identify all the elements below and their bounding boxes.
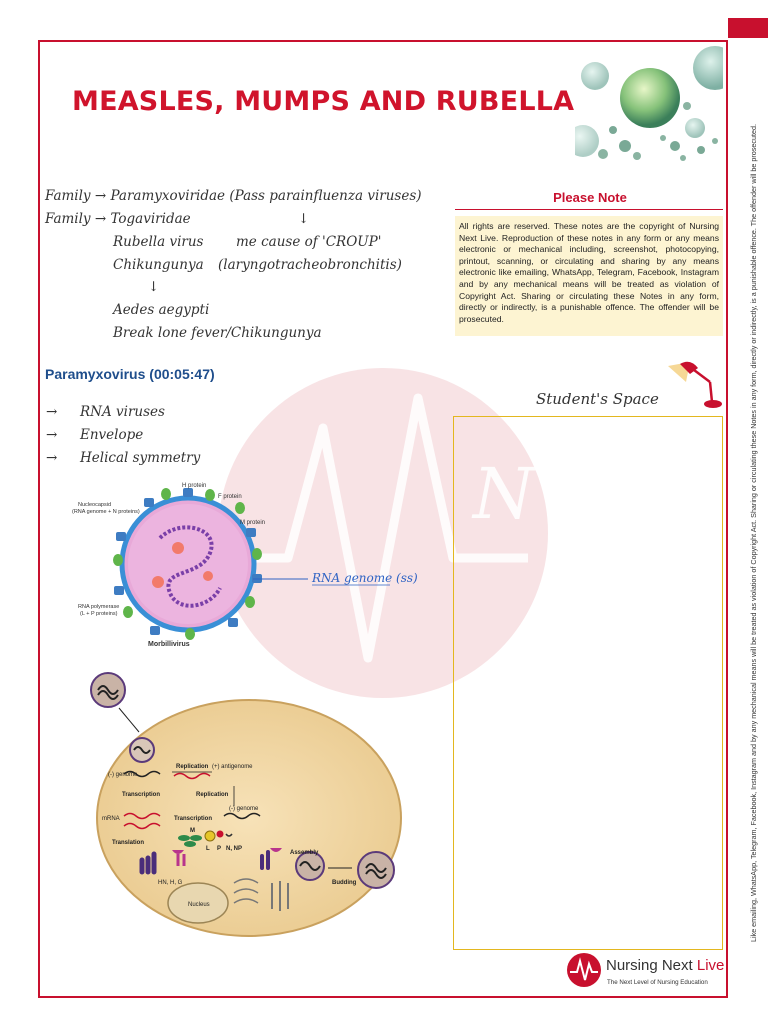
logo-tagline: The Next Level of Nursing Education [607, 979, 708, 986]
m-protein-label: M protein [240, 520, 265, 526]
notes-chikungunya: Chikungunya [113, 257, 204, 273]
morbillivirus-caption: Morbillivirus [148, 641, 190, 648]
translation-label: Translation [112, 840, 144, 846]
p-protein-label: P [217, 846, 221, 852]
replication-cycle-diagram: (-) genome Replication (+) antigenome Re… [84, 668, 414, 943]
students-space-label: Student's Space [536, 390, 659, 408]
students-space-box[interactable] [453, 416, 723, 950]
logo-heartbeat-icon [566, 952, 602, 988]
top-red-tab [728, 18, 768, 38]
notes-family-togaviridae: Family → Togaviridae [45, 211, 191, 227]
rna-polymerase-label: RNA polymerase [78, 604, 119, 610]
bullet-arrow-icon: → [46, 404, 80, 420]
notes-aedes-aegypti: Aedes aegypti [113, 302, 209, 318]
bullet-rna-viruses: →RNA viruses [46, 404, 165, 420]
notes-laryngotracheobronchitis: (laryngotracheobronchitis) [218, 257, 402, 273]
logo-name: Nursing Next Live [606, 957, 724, 974]
logo-name-live: Live [697, 957, 725, 974]
notes-rubella-virus: Rubella virus [113, 234, 204, 250]
transcription-label-2: Transcription [174, 816, 212, 822]
morbillivirus-diagram: H protein F protein M protein Nucleocaps… [60, 478, 440, 650]
bullet-helical-symmetry: →Helical symmetry [46, 450, 200, 466]
l-protein-label: L [206, 846, 210, 852]
neg-genome-label-2: (-) genome [229, 806, 259, 812]
budding-virion-icon [358, 852, 394, 888]
bullet-text: Helical symmetry [80, 450, 200, 466]
bullet-text: RNA viruses [80, 404, 165, 420]
h-protein-label: H protein [182, 483, 206, 489]
notes-down-arrow-aedes: ↓ [148, 279, 159, 295]
neg-genome-label: (-) genome [108, 772, 138, 778]
bullet-envelope: →Envelope [46, 427, 143, 443]
logo-name-main: Nursing Next [606, 957, 697, 974]
virus-cells-illustration [575, 46, 723, 164]
nucleocapsid-label: Nucleocapsid [78, 502, 111, 508]
budding-label: Budding [332, 880, 357, 886]
please-note-divider [455, 209, 723, 210]
rna-polymerase-sublabel: (L + P proteins) [80, 611, 118, 617]
please-note-box: All rights are reserved. These notes are… [455, 216, 723, 336]
replication-label: Replication [176, 764, 209, 770]
copyright-side-notice: Like emailing, WhatsApp, Telegram, Faceb… [746, 42, 762, 942]
n-np-label: N, NP [226, 846, 242, 852]
notes-family-paramyxoviridae: Family → Paramyxoviridae (Pass parainflu… [45, 188, 422, 204]
section-title: Paramyxovirus (00:05:47) [45, 366, 215, 382]
replication-label-2: Replication [196, 792, 229, 798]
nucleocapsid-sublabel: (RNA genome + N proteins) [72, 509, 140, 515]
notes-down-arrow-croup: ↓ [298, 211, 309, 227]
notes-break-bone-fever: Break lone fever/Chikungunya [113, 325, 322, 341]
m-protein-cycle-label: M [190, 828, 195, 834]
notes-croup-cause: me cause of 'CROUP' [236, 234, 381, 250]
bullet-arrow-icon: → [46, 427, 80, 443]
assembly-label: Assembly [290, 850, 319, 856]
page-title: MEASLES, MUMPS AND RUBELLA [72, 86, 574, 117]
nursing-next-live-logo: Nursing Next Live The Next Level of Nurs… [566, 952, 726, 994]
bullet-text: Envelope [80, 427, 143, 443]
nucleus-label: Nucleus [188, 902, 210, 908]
desk-lamp-icon [660, 360, 724, 410]
virion-entering-icon [91, 673, 125, 707]
mrna-label: mRNA [102, 816, 120, 822]
bullet-arrow-icon: → [46, 450, 80, 466]
please-note-title: Please Note [458, 190, 722, 205]
transcription-label: Transcription [122, 792, 160, 798]
f-protein-label: F protein [218, 494, 242, 500]
antigenome-label: (+) antigenome [212, 764, 253, 770]
hn-h-g-label: HN, H, G [158, 880, 183, 886]
rna-genome-annotation: RNA genome (ss) [311, 571, 418, 585]
